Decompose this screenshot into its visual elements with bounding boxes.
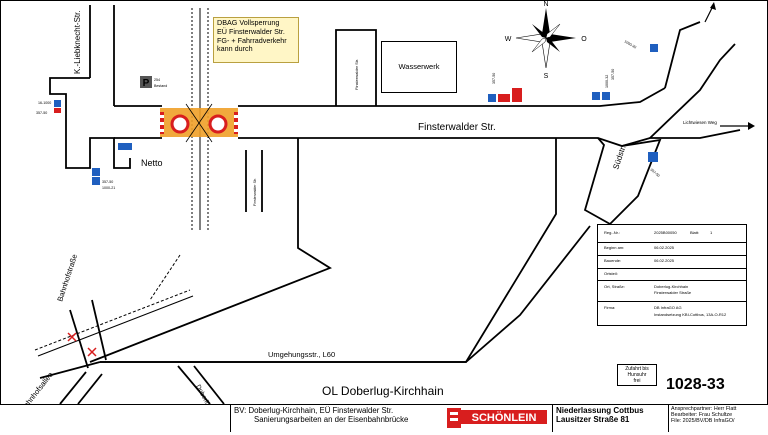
label-side-road: Finsterwalder Str. bbox=[253, 178, 257, 206]
east-arrow-icon bbox=[720, 122, 755, 130]
title-block-contact: Ansprechpartner: Herr Flatt Bearbeiter: … bbox=[668, 405, 768, 432]
closure-sign-west bbox=[170, 114, 190, 134]
closure-cross-icon bbox=[67, 332, 97, 357]
sign-code-west-2: 357-50 bbox=[36, 111, 47, 115]
project-task: Sanierungsarbeiten an der Eisenbahnbrück… bbox=[254, 415, 409, 424]
label-bahnhofstrasse: Bahnhofstraße bbox=[55, 253, 79, 303]
info-value-reg: 2025B00050 bbox=[654, 230, 677, 235]
info-value-ort-2: Finsterwalder Straße bbox=[654, 290, 692, 295]
sign-code-east-1: 1000-32 bbox=[605, 75, 609, 88]
parking-code: 254 bbox=[154, 78, 160, 82]
sign-code-west-1: 16-1000 bbox=[38, 101, 51, 105]
info-row-firma: Firma: DB InfraGO AG Instandsetzung KBI-… bbox=[598, 301, 746, 325]
pedestrian-passage-icon bbox=[185, 103, 213, 143]
label-umgehung: Umgehungsstr., L60 bbox=[268, 350, 335, 359]
access-note: Zufahrt bis Hunsuhr frei bbox=[617, 364, 657, 386]
town-label: OL Doberlug-Kirchhain bbox=[322, 384, 444, 398]
wasserwerk-building: Wasserwerk bbox=[381, 41, 457, 93]
branch-name: Niederlassung Cottbus bbox=[556, 406, 644, 415]
info-label-ort: Ort, Straße: bbox=[604, 284, 625, 289]
compass-s: S bbox=[544, 73, 549, 80]
note-line-1: DBAG Vollsperrung bbox=[217, 18, 280, 27]
branch-address: Lausitzer Straße 81 bbox=[556, 415, 630, 425]
barrier-icon bbox=[160, 112, 238, 134]
access-line-3: frei bbox=[633, 378, 641, 384]
road-wasserwerk-access bbox=[335, 29, 377, 106]
access-line-1: Zufahrt bis bbox=[625, 366, 649, 372]
sign-cluster-netto: 357-50 1000-21 bbox=[92, 143, 132, 190]
road-bahnhofstrasse bbox=[69, 299, 107, 369]
info-label-beginn: Beginn am: bbox=[604, 245, 625, 250]
info-label-reg: Reg.-Nr.: bbox=[604, 230, 621, 235]
info-label-ortsteil: Ortsteil: bbox=[604, 271, 618, 276]
label-lichtwiesen: Lichtwiesen Weg bbox=[683, 120, 717, 125]
sign-cluster-suedstr: 357-50 bbox=[648, 152, 661, 178]
sign-code-sued-1: 357-50 bbox=[649, 168, 660, 178]
sign-code-ne-1: 1000-30 bbox=[624, 39, 637, 49]
company-logo: SCHÖNLEIN bbox=[447, 406, 547, 430]
sign-cluster-northeast: 1000-30 bbox=[624, 39, 658, 52]
road-bahnhofsallee bbox=[59, 365, 225, 405]
info-label-blatt: Blatt: bbox=[690, 230, 700, 235]
sign-cluster-west: 16-1000 357-50 bbox=[36, 100, 61, 115]
label-liebknecht: K.-Liebknecht-Str. bbox=[73, 10, 82, 74]
parking-sign: P 254 Bestand bbox=[140, 76, 167, 89]
road-side-south bbox=[245, 150, 263, 212]
info-value-beginn: 06.02.2025 bbox=[654, 245, 675, 250]
editor-person: Bearbeiter: Frau Schultze bbox=[671, 412, 733, 419]
road-suedstr bbox=[583, 137, 662, 225]
parking-label: Bestand bbox=[154, 84, 167, 88]
info-value-firma-2: Instandsetzung KBI-Cottbus, 13A-O-R12 bbox=[654, 312, 727, 317]
label-finsterwalder-small: Finsterwalder Str. bbox=[354, 59, 359, 90]
note-line-4: kann durch bbox=[217, 44, 253, 54]
info-row-bauende: Bauende: 06.02.2025 bbox=[598, 255, 746, 263]
railway-diagonal bbox=[34, 254, 194, 357]
info-value-firma: DB InfraGO AG bbox=[654, 305, 682, 310]
access-line-2: Hunsuhr bbox=[627, 372, 647, 378]
project-bv: BV: Doberlug-Kirchhain, EÜ Finsterwalder… bbox=[234, 406, 394, 415]
compass-o: O bbox=[581, 36, 587, 43]
info-row-ort: Ort, Straße: Doberlug-Kirchhain Finsterw… bbox=[598, 280, 746, 306]
parking-letter: P bbox=[143, 78, 150, 89]
info-value-ort: Doberlug-Kirchhain bbox=[654, 284, 689, 289]
road-liebknecht bbox=[89, 5, 115, 78]
closure-note: DBAG Vollsperrung EÜ Finsterwalder Str. … bbox=[213, 17, 299, 63]
road-umgehung bbox=[39, 138, 591, 379]
closure-sign-east bbox=[208, 114, 228, 134]
note-line-3: FG- + Fahrradverkehr bbox=[217, 35, 287, 45]
title-block-branch: Niederlassung Cottbus Lausitzer Straße 8… bbox=[552, 405, 666, 432]
compass-n: N bbox=[543, 1, 548, 8]
info-label-firma: Firma: bbox=[604, 305, 616, 310]
title-block bbox=[0, 404, 768, 433]
contact-person: Ansprechpartner: Herr Flatt bbox=[671, 406, 737, 412]
info-row-beginn: Beginn am: 06.02.2025 bbox=[598, 242, 746, 250]
title-block-project: BV: Doberlug-Kirchhain, EÜ Finsterwalder… bbox=[230, 405, 444, 432]
compass-rose-icon: N S W O bbox=[505, 1, 588, 80]
sign-code-netto-2: 1000-21 bbox=[102, 186, 115, 190]
sign-cluster-east: 1000-32 357-50 bbox=[592, 69, 615, 100]
label-finsterwalder: Finsterwalder Str. bbox=[418, 122, 496, 133]
label-netto: Netto bbox=[141, 158, 163, 168]
sign-cluster-mid: 357-50 bbox=[488, 73, 522, 102]
file-path: File: 2025/BV/DB InfraGO/ bbox=[671, 418, 735, 425]
company-logo-text: SCHÖNLEIN bbox=[472, 411, 537, 424]
info-value-bauende: 06.02.2025 bbox=[654, 258, 675, 263]
company-logo-icon: SCHÖNLEIN bbox=[447, 408, 547, 428]
label-suedstr: Südstr. bbox=[611, 144, 627, 170]
bridge-closure-area bbox=[160, 103, 238, 143]
north-arrow-icon bbox=[704, 2, 716, 23]
info-value-blatt: 1 bbox=[710, 230, 713, 235]
info-label-bauende: Bauende: bbox=[604, 258, 622, 263]
info-row-ortsteil: Ortsteil: bbox=[598, 268, 746, 276]
sign-code-mid-1: 357-50 bbox=[492, 73, 496, 84]
netto-building bbox=[49, 77, 131, 169]
sign-code-netto-1: 357-50 bbox=[102, 180, 113, 184]
note-line-2: EÜ Finsterwalder Str. bbox=[217, 26, 285, 36]
drawing-number: 1028-33 bbox=[666, 376, 725, 393]
sign-code-east-2: 357-50 bbox=[611, 69, 615, 80]
wasserwerk-label: Wasserwerk bbox=[398, 62, 440, 71]
compass-w: W bbox=[505, 36, 512, 43]
permit-info-box: Reg.-Nr.: 2025B00050 Blatt: 1 Beginn am:… bbox=[597, 224, 747, 326]
